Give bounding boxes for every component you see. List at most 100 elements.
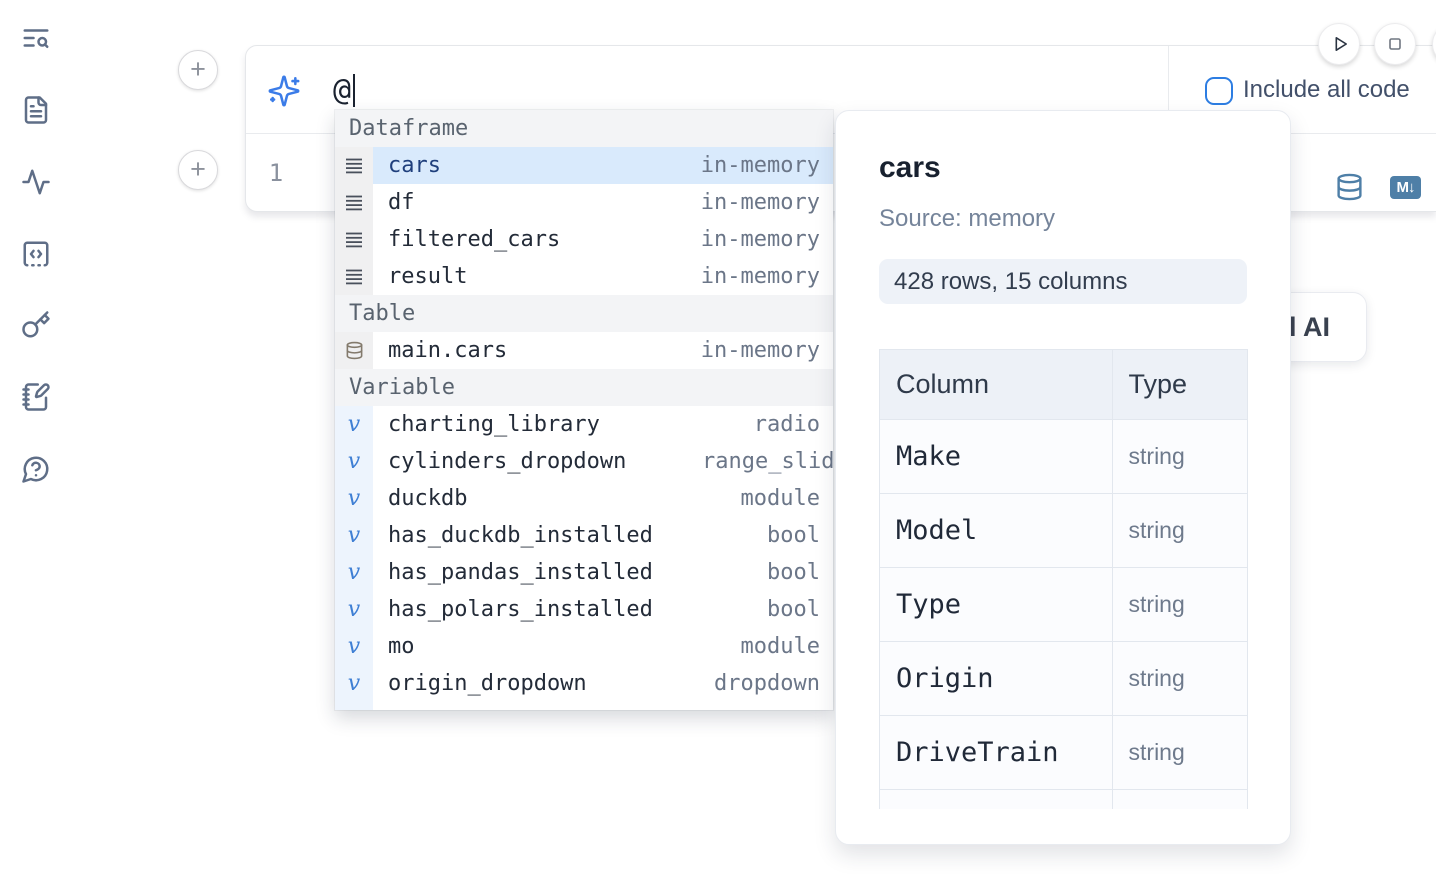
autocomplete-item-name: duckdb — [388, 486, 467, 511]
sidebar-text-search-icon[interactable] — [21, 23, 51, 53]
variable-icon: v — [335, 480, 373, 517]
autocomplete-item-type: module — [741, 634, 820, 659]
autocomplete-item-name: cars — [388, 153, 441, 178]
autocomplete-item-name: main.cars — [388, 338, 507, 363]
preview-shape-badge: 428 rows, 15 columns — [879, 259, 1247, 304]
markdown-icon[interactable]: M↓ — [1390, 176, 1421, 199]
autocomplete-item-type: dropdown — [714, 671, 820, 696]
autocomplete-item-name: charting_library — [388, 412, 600, 437]
sidebar-file-text-icon[interactable] — [21, 95, 51, 125]
sidebar-notebook-pen-icon[interactable] — [21, 382, 51, 412]
preview-source: Source: memory — [879, 205, 1055, 233]
autocomplete-item-type: module — [741, 486, 820, 511]
schema-row: Modelstring — [880, 494, 1248, 568]
variable-icon: v — [335, 591, 373, 628]
autocomplete-item[interactable]: df in-memory — [335, 184, 833, 221]
dataframe-preview-popup: cars Source: memory 428 rows, 15 columns… — [835, 110, 1291, 845]
sidebar-activity-icon[interactable] — [21, 167, 51, 197]
schema-col-header: Type — [1112, 350, 1247, 420]
autocomplete-item-name: df — [388, 190, 415, 215]
schema-column-type: string — [1112, 420, 1247, 494]
autocomplete-item-type: radio — [754, 412, 820, 437]
dataframe-icon — [335, 258, 373, 295]
autocomplete-item[interactable]: vmomodule — [335, 628, 833, 665]
sidebar-square-code-icon[interactable] — [21, 239, 51, 269]
autocomplete-item-type: in-memory — [701, 153, 820, 178]
ai-prompt-text: @ — [333, 73, 351, 108]
autocomplete-item[interactable]: v has_pandas_installed bool — [335, 554, 833, 591]
database-icon — [335, 332, 373, 369]
stop-icon — [1383, 32, 1407, 56]
play-icon — [1327, 32, 1351, 56]
schema-column-name: Model — [880, 494, 1113, 568]
sidebar-key-icon[interactable] — [21, 310, 51, 340]
add-cell-button-bottom[interactable]: + — [178, 150, 218, 190]
text-caret — [353, 74, 355, 107]
autocomplete-item-name: result — [388, 264, 467, 289]
autocomplete-item[interactable]: cars in-memory — [335, 147, 833, 184]
schema-column-type: string — [1112, 568, 1247, 642]
autocomplete-item[interactable]: vcylinders_dropdownrange_slider — [335, 443, 833, 480]
schema-row: Typestring — [880, 568, 1248, 642]
schema-row-partial — [880, 790, 1248, 810]
autocomplete-item[interactable]: v pd module — [335, 702, 833, 710]
sidebar-help-chat-icon[interactable] — [21, 454, 51, 484]
autocomplete-section-header: Dataframe — [335, 110, 833, 147]
autocomplete-item-type: bool — [767, 523, 820, 548]
line-number: 1 — [246, 159, 290, 187]
autocomplete-item-name: mo — [388, 634, 415, 659]
database-action-icon[interactable] — [1335, 172, 1364, 202]
autocomplete-item[interactable]: v origin_dropdown dropdown — [335, 665, 833, 702]
sparkles-icon — [267, 74, 301, 108]
previous-cell-shadow — [245, 0, 1436, 8]
dataframe-icon — [335, 221, 373, 258]
schema-column-name: Type — [880, 568, 1113, 642]
autocomplete-section-header: Variable — [335, 369, 833, 406]
stop-button[interactable] — [1374, 23, 1416, 65]
schema-col-header: Column — [880, 350, 1113, 420]
autocomplete-item-type: bool — [767, 560, 820, 585]
schema-column-name: Origin — [880, 642, 1113, 716]
schema-row: DriveTrainstring — [880, 716, 1248, 790]
include-all-code-checkbox[interactable] — [1205, 77, 1233, 105]
autocomplete-item-type: in-memory — [701, 190, 820, 215]
preview-table-wrap: ColumnTypeMakestringModelstringTypestrin… — [879, 349, 1249, 809]
schema-row: Makestring — [880, 420, 1248, 494]
autocomplete-item-type: bool — [767, 597, 820, 622]
schema-column-type: string — [1112, 642, 1247, 716]
autocomplete-item-name: filtered_cars — [388, 227, 560, 252]
preview-title: cars — [879, 151, 941, 185]
autocomplete-section-header: Table — [335, 295, 833, 332]
run-cell-button[interactable] — [1318, 23, 1360, 65]
autocomplete-item-name: has_pandas_installed — [388, 560, 653, 585]
variable-icon: v — [335, 517, 373, 554]
preview-schema-table: ColumnTypeMakestringModelstringTypestrin… — [879, 349, 1248, 809]
autocomplete-item[interactable]: v charting_library radio — [335, 406, 833, 443]
autocomplete-item-type: in-memory — [701, 227, 820, 252]
autocomplete-item-type: module — [741, 708, 820, 710]
variable-icon: v — [335, 554, 373, 591]
schema-column-name: Make — [880, 420, 1113, 494]
autocomplete-item-name: origin_dropdown — [388, 671, 587, 696]
variable-icon: v — [335, 443, 373, 480]
schema-column-type: string — [1112, 716, 1247, 790]
autocomplete-item-type: in-memory — [701, 264, 820, 289]
variable-icon: v — [335, 702, 373, 710]
autocomplete-item[interactable]: v has_polars_installed bool — [335, 591, 833, 628]
add-cell-button-top[interactable]: + — [178, 50, 218, 90]
autocomplete-item[interactable]: filtered_cars in-memory — [335, 221, 833, 258]
schema-column-name: DriveTrain — [880, 716, 1113, 790]
autocomplete-item-type: in-memory — [701, 338, 820, 363]
autocomplete-item[interactable]: vduckdb module — [335, 480, 833, 517]
autocomplete-item-name: has_duckdb_installed — [388, 523, 653, 548]
dataframe-icon — [335, 147, 373, 184]
autocomplete-item[interactable]: result in-memory — [335, 258, 833, 295]
autocomplete-item[interactable]: main.cars in-memory — [335, 332, 833, 369]
ai-button-label: l AI — [1289, 312, 1330, 343]
variable-icon: v — [335, 406, 373, 443]
variable-icon: v — [335, 665, 373, 702]
autocomplete-item-name: pd — [388, 708, 415, 710]
autocomplete-item[interactable]: v has_duckdb_installed bool — [335, 517, 833, 554]
autocomplete-item-name: has_polars_installed — [388, 597, 653, 622]
